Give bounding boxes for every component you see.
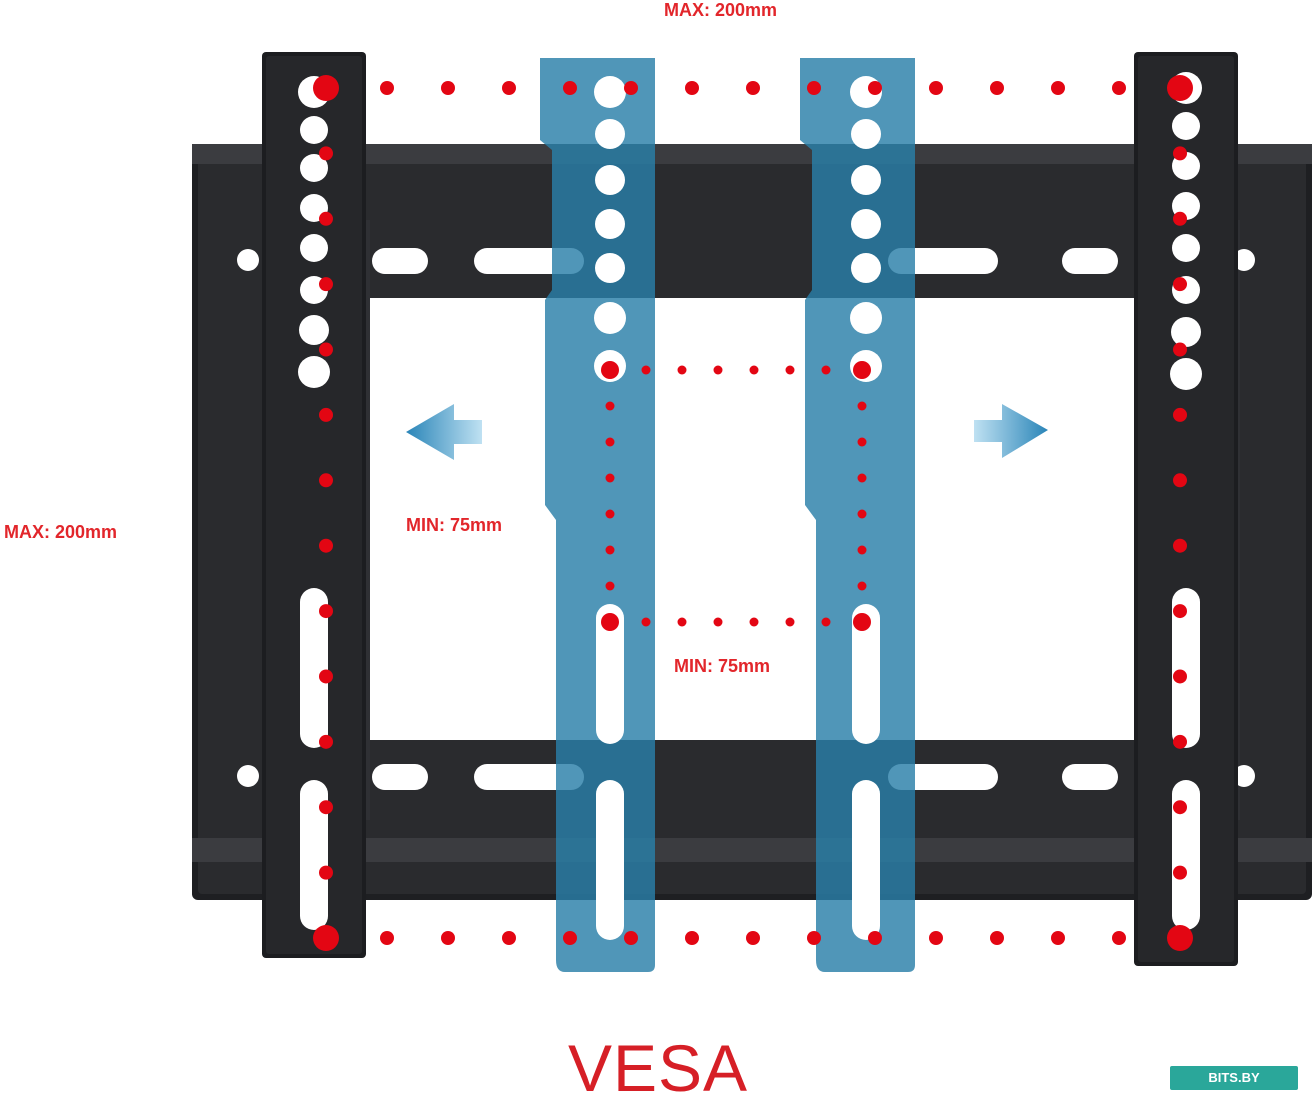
vesa-max-dot (380, 81, 394, 95)
vesa-max-dot (929, 81, 943, 95)
vesa-max-dot (319, 473, 333, 488)
vesa-max-dot (990, 81, 1004, 95)
vesa-min-dot (601, 361, 619, 379)
vesa-max-dot (319, 669, 333, 684)
vesa-min-dot (749, 365, 759, 375)
vesa-min-dot (677, 617, 687, 627)
right-vertical-arm (1134, 52, 1238, 966)
vesa-min-dot (605, 581, 615, 591)
vesa-max-dot (1112, 931, 1126, 945)
left-vertical-arm (262, 52, 366, 958)
vesa-max-dot (1173, 407, 1187, 422)
vesa-max-dot (1173, 734, 1187, 749)
arrow-right-icon (974, 404, 1048, 458)
vesa-max-dot (1173, 473, 1187, 488)
vesa-min-dot (857, 401, 867, 411)
vesa-min-dot (605, 473, 615, 483)
vesa-min-dot (785, 617, 795, 627)
vesa-max-dot (319, 407, 333, 422)
vesa-min-dot (677, 365, 687, 375)
max-vertical-label: MAX: 200mm (4, 522, 118, 542)
vesa-max-dot (807, 931, 821, 945)
vesa-min-dot (857, 509, 867, 519)
vesa-max-dot (807, 81, 821, 95)
vesa-dot-pattern (313, 75, 1193, 951)
min-vertical-label: MIN: 75mm (674, 656, 771, 676)
watermark-badge: BITS.BY (1170, 1066, 1298, 1090)
vesa-min-dot (605, 509, 615, 519)
vesa-max-dot (624, 931, 638, 945)
vesa-max-dot (319, 538, 333, 553)
vesa-min-dot (785, 365, 795, 375)
vesa-max-dot (1173, 604, 1187, 619)
vesa-max-dot (929, 931, 943, 945)
vesa-min-dot (641, 365, 651, 375)
vesa-max-dot (319, 865, 333, 880)
vesa-max-dot (319, 277, 333, 292)
vesa-max-dot (1167, 925, 1193, 951)
vesa-max-dot (1173, 277, 1187, 292)
vesa-max-dot (1173, 538, 1187, 553)
vesa-max-dot (746, 931, 760, 945)
vesa-max-dot (319, 734, 333, 749)
vesa-max-dot (563, 81, 577, 95)
vesa-max-dot (1051, 81, 1065, 95)
arrow-left-icon (406, 404, 482, 460)
vesa-min-dot (641, 617, 651, 627)
vesa-max-dot (319, 342, 333, 357)
vesa-min-dot (857, 581, 867, 591)
vesa-max-dot (313, 925, 339, 951)
vesa-max-dot (319, 800, 333, 815)
vesa-min-dot (857, 545, 867, 555)
right-sliding-arm (800, 58, 915, 972)
vesa-min-dot (749, 617, 759, 627)
vesa-max-dot (624, 81, 638, 95)
vesa-min-dot (853, 613, 871, 631)
vesa-max-dot (868, 931, 882, 945)
min-horizontal-label: MIN: 75mm (406, 515, 503, 535)
vesa-min-dot (713, 617, 723, 627)
vesa-max-dot (685, 81, 699, 95)
vesa-max-dot (319, 146, 333, 161)
vesa-min-dot (605, 401, 615, 411)
vesa-max-dot (441, 81, 455, 95)
vesa-max-dot (502, 81, 516, 95)
vesa-max-dot (1167, 75, 1193, 101)
vesa-min-dot (857, 473, 867, 483)
vesa-max-dot (1112, 81, 1126, 95)
vesa-max-dot (502, 931, 516, 945)
vesa-min-dot (821, 365, 831, 375)
vesa-min-dot (821, 617, 831, 627)
vesa-max-dot (1173, 146, 1187, 161)
vesa-min-dot (605, 545, 615, 555)
vesa-max-dot (685, 931, 699, 945)
vesa-max-dot (1173, 211, 1187, 226)
vesa-max-dot (990, 931, 1004, 945)
vesa-min-dot (713, 365, 723, 375)
vesa-max-dot (1173, 342, 1187, 357)
vesa-max-dot (441, 931, 455, 945)
vesa-min-dot (605, 437, 615, 447)
vesa-max-dot (313, 75, 339, 101)
vesa-max-dot (1173, 800, 1187, 815)
vesa-max-dot (319, 211, 333, 226)
vesa-max-dot (1173, 865, 1187, 880)
vesa-min-dot (853, 361, 871, 379)
vesa-max-dot (563, 931, 577, 945)
vesa-max-dot (1173, 669, 1187, 684)
vesa-min-dot (857, 437, 867, 447)
vesa-max-dot (380, 931, 394, 945)
max-horizontal-label: MAX: 200mm (664, 0, 778, 20)
vesa-max-dot (1051, 931, 1065, 945)
watermark-text: BITS.BY (1208, 1070, 1260, 1085)
vesa-max-dot (868, 81, 882, 95)
left-sliding-arm (540, 58, 655, 972)
vesa-max-dot (746, 81, 760, 95)
vesa-title: VESA (567, 1031, 749, 1105)
vesa-max-dot (319, 604, 333, 619)
vesa-min-dot (601, 613, 619, 631)
